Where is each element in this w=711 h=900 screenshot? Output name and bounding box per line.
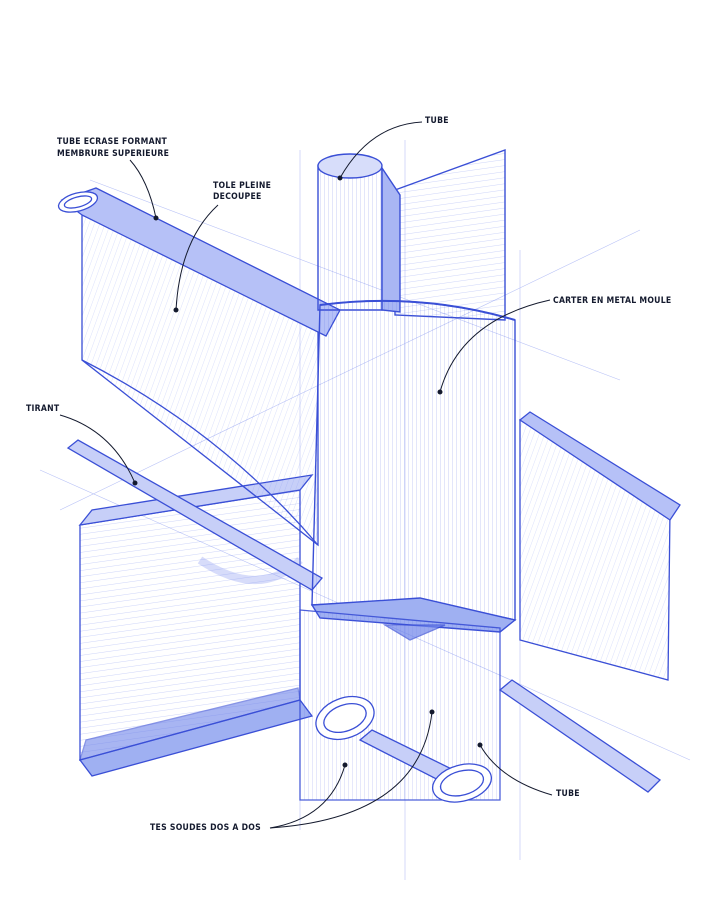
leader-welded-b xyxy=(269,764,346,829)
label-full-sheet-line1: TOLE PLEINE xyxy=(213,181,272,191)
label-full-sheet-line2: DECOUPEE xyxy=(213,192,262,202)
lower-left-beam xyxy=(78,474,314,777)
leader-casing xyxy=(439,299,551,393)
leader-lines xyxy=(59,121,553,829)
leader-tube-bottom xyxy=(479,744,553,796)
leader-tie-rod xyxy=(59,414,136,484)
leader-tube-top xyxy=(339,121,423,179)
label-welded-tubes: TES SOUDES DOS A DOS xyxy=(150,823,261,833)
label-crushed-tube-line2: MEMBRURE SUPERIEURE xyxy=(57,149,170,159)
label-tube-bottom: TUBE xyxy=(556,789,580,799)
lower-tubes xyxy=(299,609,662,803)
label-casing: CARTER EN METAL MOULE xyxy=(553,296,672,306)
label-tie-rod: TIRANT xyxy=(26,404,60,414)
label-crushed-tube-line1: TUBE ECRASE FORMANT xyxy=(57,137,168,147)
main-tube xyxy=(317,149,506,321)
right-beam xyxy=(518,411,681,681)
leader-full-sheet xyxy=(175,204,219,311)
leader-welded-a xyxy=(269,711,433,829)
leader-crushed-tube xyxy=(129,159,157,219)
label-tube-top: TUBE xyxy=(425,116,449,126)
cast-casing xyxy=(310,299,517,633)
